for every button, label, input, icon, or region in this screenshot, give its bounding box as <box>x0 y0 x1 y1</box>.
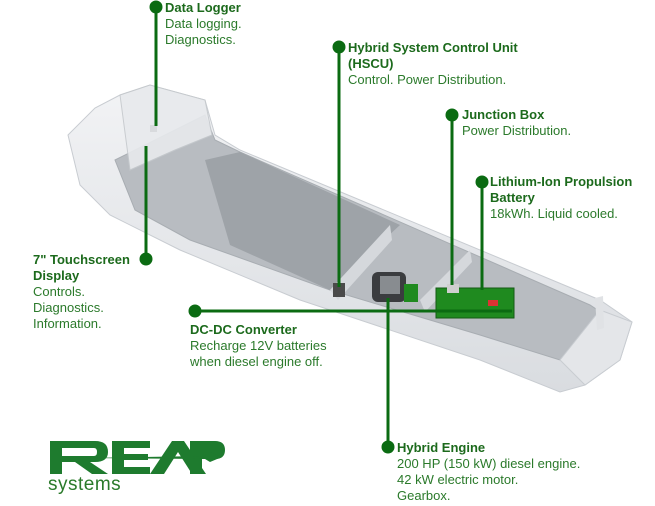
callout-junction-box: Junction Box Power Distribution. <box>462 107 571 139</box>
callout-desc: 42 kW electric motor. <box>397 472 519 487</box>
callout-engine: Hybrid Engine 200 HP (150 kW) diesel eng… <box>397 440 580 504</box>
callout-desc: Controls. <box>33 284 86 299</box>
callout-desc: 200 HP (150 kW) diesel engine. <box>397 456 581 471</box>
callout-data-logger: Data Logger Data logging. Diagnostics. <box>165 0 242 48</box>
callout-dcdc: DC-DC Converter Recharge 12V batteries w… <box>190 322 327 370</box>
logo-subtitle: systems <box>48 474 122 495</box>
callout-touchscreen: 7" Touchscreen Display Controls. Diagnos… <box>33 252 130 332</box>
callout-desc: Data logging. <box>165 16 242 31</box>
callout-title: (HSCU) <box>348 56 394 71</box>
callout-desc: Gearbox. <box>397 488 451 503</box>
callout-desc: Diagnostics. <box>33 300 104 315</box>
reap-logo <box>50 441 225 474</box>
callout-desc: when diesel engine off. <box>190 354 323 369</box>
callout-title: Junction Box <box>462 107 545 122</box>
callout-desc: 18kWh. Liquid cooled. <box>490 206 618 221</box>
callout-desc: Recharge 12V batteries <box>190 338 327 353</box>
hscu-unit <box>333 283 345 297</box>
callout-title: Hybrid System Control Unit <box>348 40 518 55</box>
callout-title: Lithium-Ion Propulsion <box>490 174 633 189</box>
engine-unit <box>372 272 418 302</box>
callout-title: Data Logger <box>165 0 241 15</box>
callout-title: Display <box>33 268 80 283</box>
callout-title: DC-DC Converter <box>190 322 297 337</box>
callout-title: Battery <box>490 190 535 205</box>
callout-title: Hybrid Engine <box>397 440 486 455</box>
leader-lines <box>139 0 512 454</box>
callout-desc: Diagnostics. <box>165 32 236 47</box>
callout-title: 7" Touchscreen <box>33 252 130 267</box>
callout-desc: Power Distribution. <box>462 123 572 138</box>
data-logger-unit <box>150 125 157 132</box>
battery-unit <box>435 284 515 319</box>
callout-battery: Lithium-Ion Propulsion Battery 18kWh. Li… <box>490 174 632 222</box>
callout-desc: Information. <box>33 316 102 331</box>
callout-hscu: Hybrid System Control Unit (HSCU) Contro… <box>348 40 518 88</box>
callout-desc: Control. Power Distribution. <box>348 72 507 87</box>
